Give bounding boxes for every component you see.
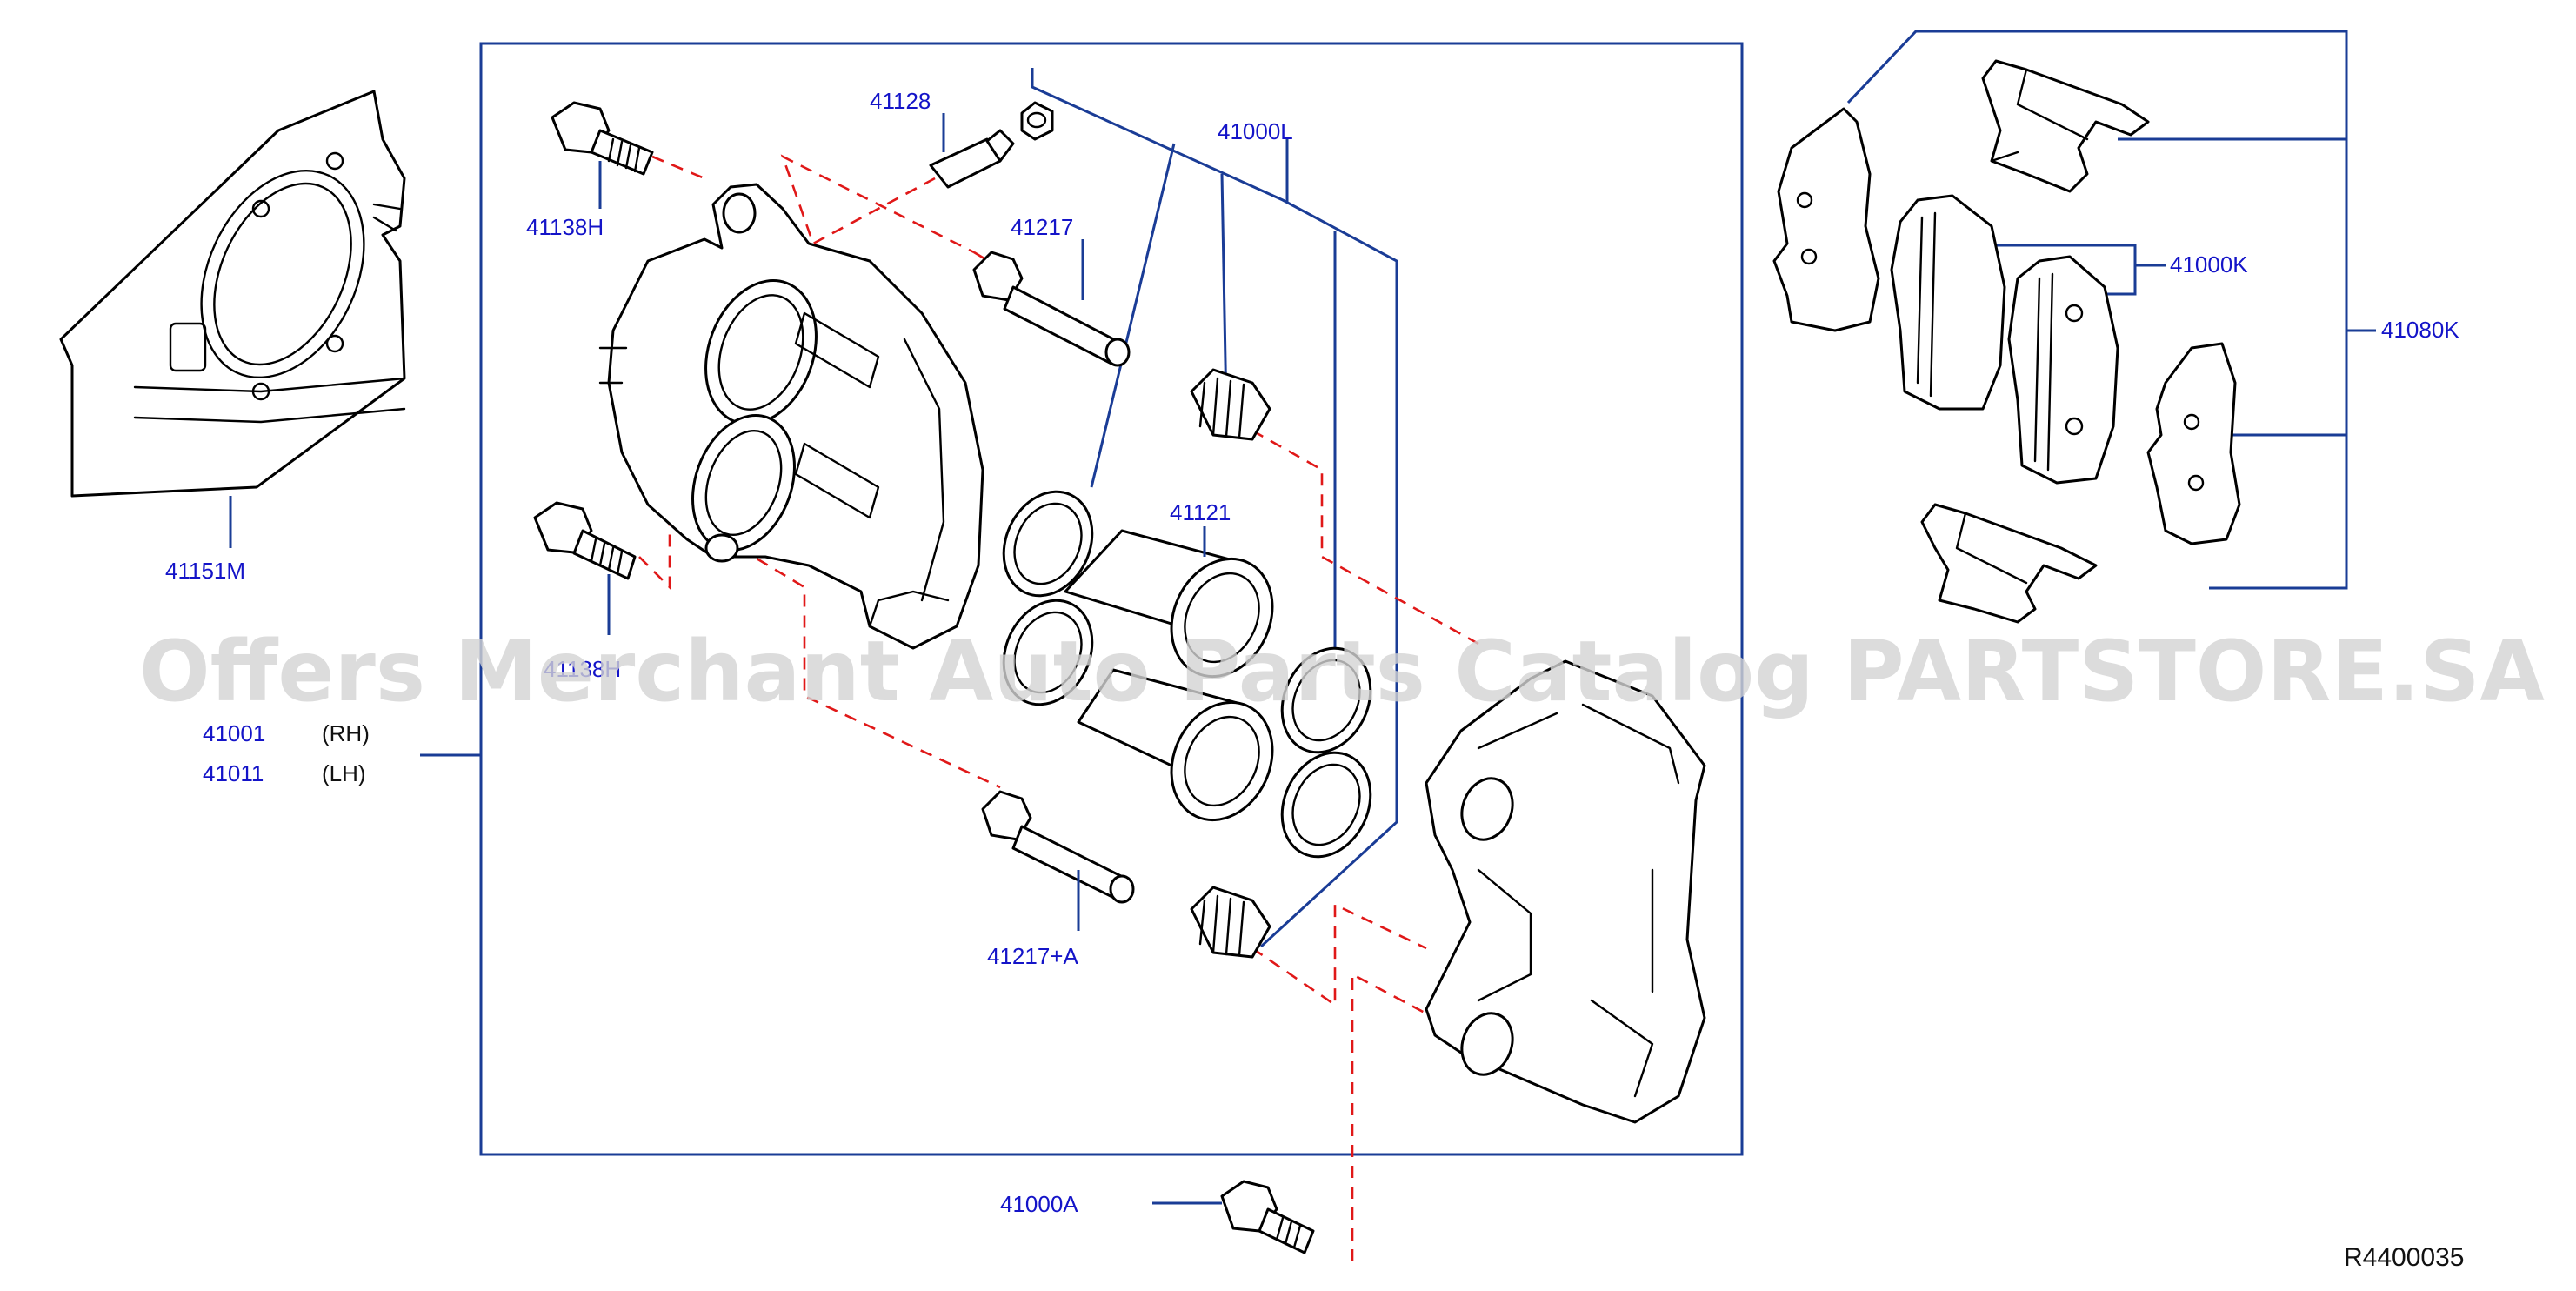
caliper-bolt-lower-drawing bbox=[533, 501, 637, 580]
caliper-bolt-upper-drawing bbox=[551, 101, 654, 176]
part-label-41000l[interactable]: 41000L bbox=[1218, 118, 1293, 144]
part-label-41138h-upper[interactable]: 41138H bbox=[526, 214, 604, 240]
drawing-code: R4400035 bbox=[2344, 1243, 2464, 1272]
catalog-watermark: Offers Merchant Auto Parts Catalog PARTS… bbox=[139, 623, 2545, 720]
seal-kit-bracket bbox=[1031, 68, 1398, 948]
caliper-assembly-frame bbox=[479, 42, 1744, 1156]
guide-pin-upper-drawing bbox=[972, 251, 1131, 367]
boot-axis-line bbox=[1251, 429, 1479, 646]
part-label-41000k[interactable]: 41000K bbox=[2170, 251, 2248, 278]
caliper-body-drawing bbox=[598, 183, 984, 650]
part-label-41000a[interactable]: 41000A bbox=[1000, 1191, 1078, 1217]
part-label-41001[interactable]: 41001 bbox=[203, 720, 265, 746]
hardware-kit-bracket bbox=[1846, 30, 2348, 590]
part-label-41011[interactable]: 41011 bbox=[203, 760, 264, 786]
part-label-41217[interactable]: 41217 bbox=[1011, 214, 1073, 240]
clip-upper-drawing bbox=[1981, 59, 2150, 193]
lower-pin-axis-line bbox=[738, 546, 1001, 789]
part-label-41128[interactable]: 41128 bbox=[870, 88, 931, 114]
brake-pad-outer-drawing bbox=[2007, 255, 2119, 485]
part-label-41080k[interactable]: 41080K bbox=[2381, 317, 2459, 343]
seal-kit-leader bbox=[1220, 173, 1228, 410]
part-label-41151m[interactable]: 41151M bbox=[165, 558, 245, 584]
bolt-axis-line bbox=[651, 155, 705, 180]
torque-member-bolt-drawing bbox=[1220, 1180, 1315, 1254]
lower-bolt-axis-line bbox=[638, 505, 671, 591]
torque-bolt-axis-line bbox=[1351, 972, 1427, 1261]
bleeder-screw-drawing bbox=[929, 101, 1054, 189]
lower-boot-axis-line bbox=[1251, 902, 1427, 1007]
clip-lower-drawing bbox=[1920, 503, 2098, 624]
part-label-41138h-lower[interactable]: 41138H bbox=[544, 656, 621, 682]
part-label-41217a[interactable]: 41217+A bbox=[987, 943, 1078, 969]
brake-baffle-plate-drawing bbox=[59, 90, 406, 498]
guide-pin-lower-drawing bbox=[981, 790, 1135, 904]
seal-kit-leader bbox=[1090, 143, 1176, 488]
brake-pad-inner-drawing bbox=[1890, 194, 2006, 411]
dust-boot-drawing bbox=[1190, 368, 1271, 959]
bleeder-axis-line bbox=[780, 154, 975, 254]
pad-shim-inner-drawing bbox=[2146, 342, 2241, 545]
seal-kit-drawing bbox=[1002, 490, 1372, 859]
part-side-rh: (RH) bbox=[322, 720, 370, 746]
torque-member-drawing bbox=[1425, 659, 1706, 1124]
part-side-lh: (LH) bbox=[322, 760, 366, 786]
part-label-41121[interactable]: 41121 bbox=[1170, 499, 1231, 525]
pad-shim-outer-drawing bbox=[1772, 107, 1880, 332]
